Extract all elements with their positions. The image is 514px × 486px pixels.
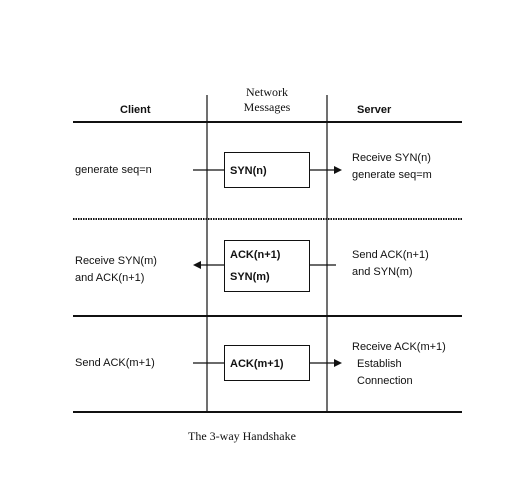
- row1-server-text: Receive SYN(n) generate seq=m: [352, 150, 432, 184]
- row2-server-line2: and SYN(m): [352, 266, 413, 278]
- header-network-line2: Messages: [243, 100, 291, 114]
- row3-server-line1: Receive ACK(m+1): [352, 341, 446, 353]
- row1-message-1: SYN(n): [230, 165, 267, 177]
- header-network: Network Messages: [222, 85, 312, 115]
- row2-message-2: SYN(m): [230, 271, 270, 283]
- row1-client-text: generate seq=n: [75, 162, 152, 179]
- row2-server-line1: Send ACK(n+1): [352, 249, 429, 261]
- row1-message-box: SYN(n): [224, 152, 310, 188]
- row3-client-line1: Send ACK(m+1): [75, 357, 155, 369]
- row1-client-line1: generate seq=n: [75, 164, 152, 176]
- row3-message-1: ACK(m+1): [230, 358, 284, 370]
- row1-arrowhead: [334, 166, 342, 174]
- row2-client-text: Receive SYN(m) and ACK(n+1): [75, 253, 157, 287]
- row1-server-line2: generate seq=m: [352, 169, 432, 181]
- header-client: Client: [120, 104, 151, 116]
- row2-message-box: ACK(n+1) SYN(m): [224, 240, 310, 292]
- row1-server-line1: Receive SYN(n): [352, 152, 431, 164]
- row3-message-box: ACK(m+1): [224, 345, 310, 381]
- header-server: Server: [357, 104, 392, 116]
- diagram-caption: The 3-way Handshake: [188, 429, 296, 443]
- row3-server-text: Receive ACK(m+1) Establish Connection: [352, 339, 446, 390]
- row2-arrowhead: [193, 261, 201, 269]
- row3-server-line3: Connection: [357, 375, 413, 387]
- row2-server-text: Send ACK(n+1) and SYN(m): [352, 247, 429, 281]
- row2-message-1: ACK(n+1): [230, 249, 281, 261]
- row3-client-text: Send ACK(m+1): [75, 355, 155, 372]
- header-network-line1: Network: [246, 85, 288, 99]
- row2-client-line2: and ACK(n+1): [75, 272, 145, 284]
- row3-arrowhead: [334, 359, 342, 367]
- row2-client-line1: Receive SYN(m): [75, 255, 157, 267]
- row3-server-line2: Establish: [357, 358, 402, 370]
